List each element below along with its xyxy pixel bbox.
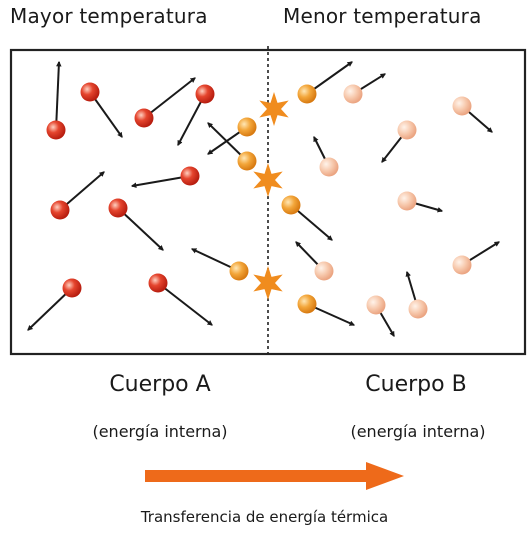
velocity-arrow-icon <box>117 207 164 251</box>
particle-icon <box>237 117 257 137</box>
particle-icon <box>62 278 82 298</box>
particle-icon <box>343 84 363 104</box>
velocity-arrow-icon <box>143 77 196 119</box>
velocity-arrow-icon <box>130 175 191 188</box>
particle-icon <box>297 84 317 104</box>
collision-star-icon <box>259 92 289 126</box>
transfer-arrow-icon <box>145 462 404 490</box>
header-hot-label: Mayor temperatura <box>10 4 208 28</box>
collision-stars <box>253 92 289 300</box>
velocity-arrow-icon <box>157 282 213 326</box>
particle-icon <box>319 157 339 177</box>
body-a-label: Cuerpo A <box>109 372 211 397</box>
velocity-arrows <box>27 60 500 337</box>
velocity-arrow-icon <box>27 287 73 331</box>
particle-icon <box>80 82 100 102</box>
particle-icon <box>397 191 417 211</box>
particle-icon <box>148 273 168 293</box>
particle-icon <box>452 255 472 275</box>
header-cold-label: Menor temperatura <box>283 4 482 28</box>
particle-icon <box>237 151 257 171</box>
body-b-label: Cuerpo B <box>365 372 467 397</box>
particle-icon <box>366 295 386 315</box>
particle-icon <box>134 108 154 128</box>
collision-star-icon <box>253 163 283 197</box>
particle-icon <box>397 120 417 140</box>
velocity-arrow-icon <box>59 171 105 211</box>
particle-icon <box>452 96 472 116</box>
particle-icon <box>229 261 249 281</box>
velocity-arrow-icon <box>55 60 62 131</box>
particle-icon <box>408 299 428 319</box>
particles <box>46 82 472 319</box>
particle-icon <box>50 200 70 220</box>
particle-icon <box>108 198 128 218</box>
collision-star-icon <box>253 266 283 300</box>
transfer-caption: Transferencia de energía térmica <box>140 508 389 526</box>
body-b-subtitle: (energía interna) <box>350 422 486 441</box>
body-a-subtitle: (energía interna) <box>92 422 228 441</box>
particle-icon <box>195 84 215 104</box>
particle-icon <box>281 195 301 215</box>
particle-icon <box>297 294 317 314</box>
particle-icon <box>314 261 334 281</box>
particle-icon <box>180 166 200 186</box>
velocity-arrow-icon <box>177 93 206 146</box>
particle-icon <box>46 120 66 140</box>
